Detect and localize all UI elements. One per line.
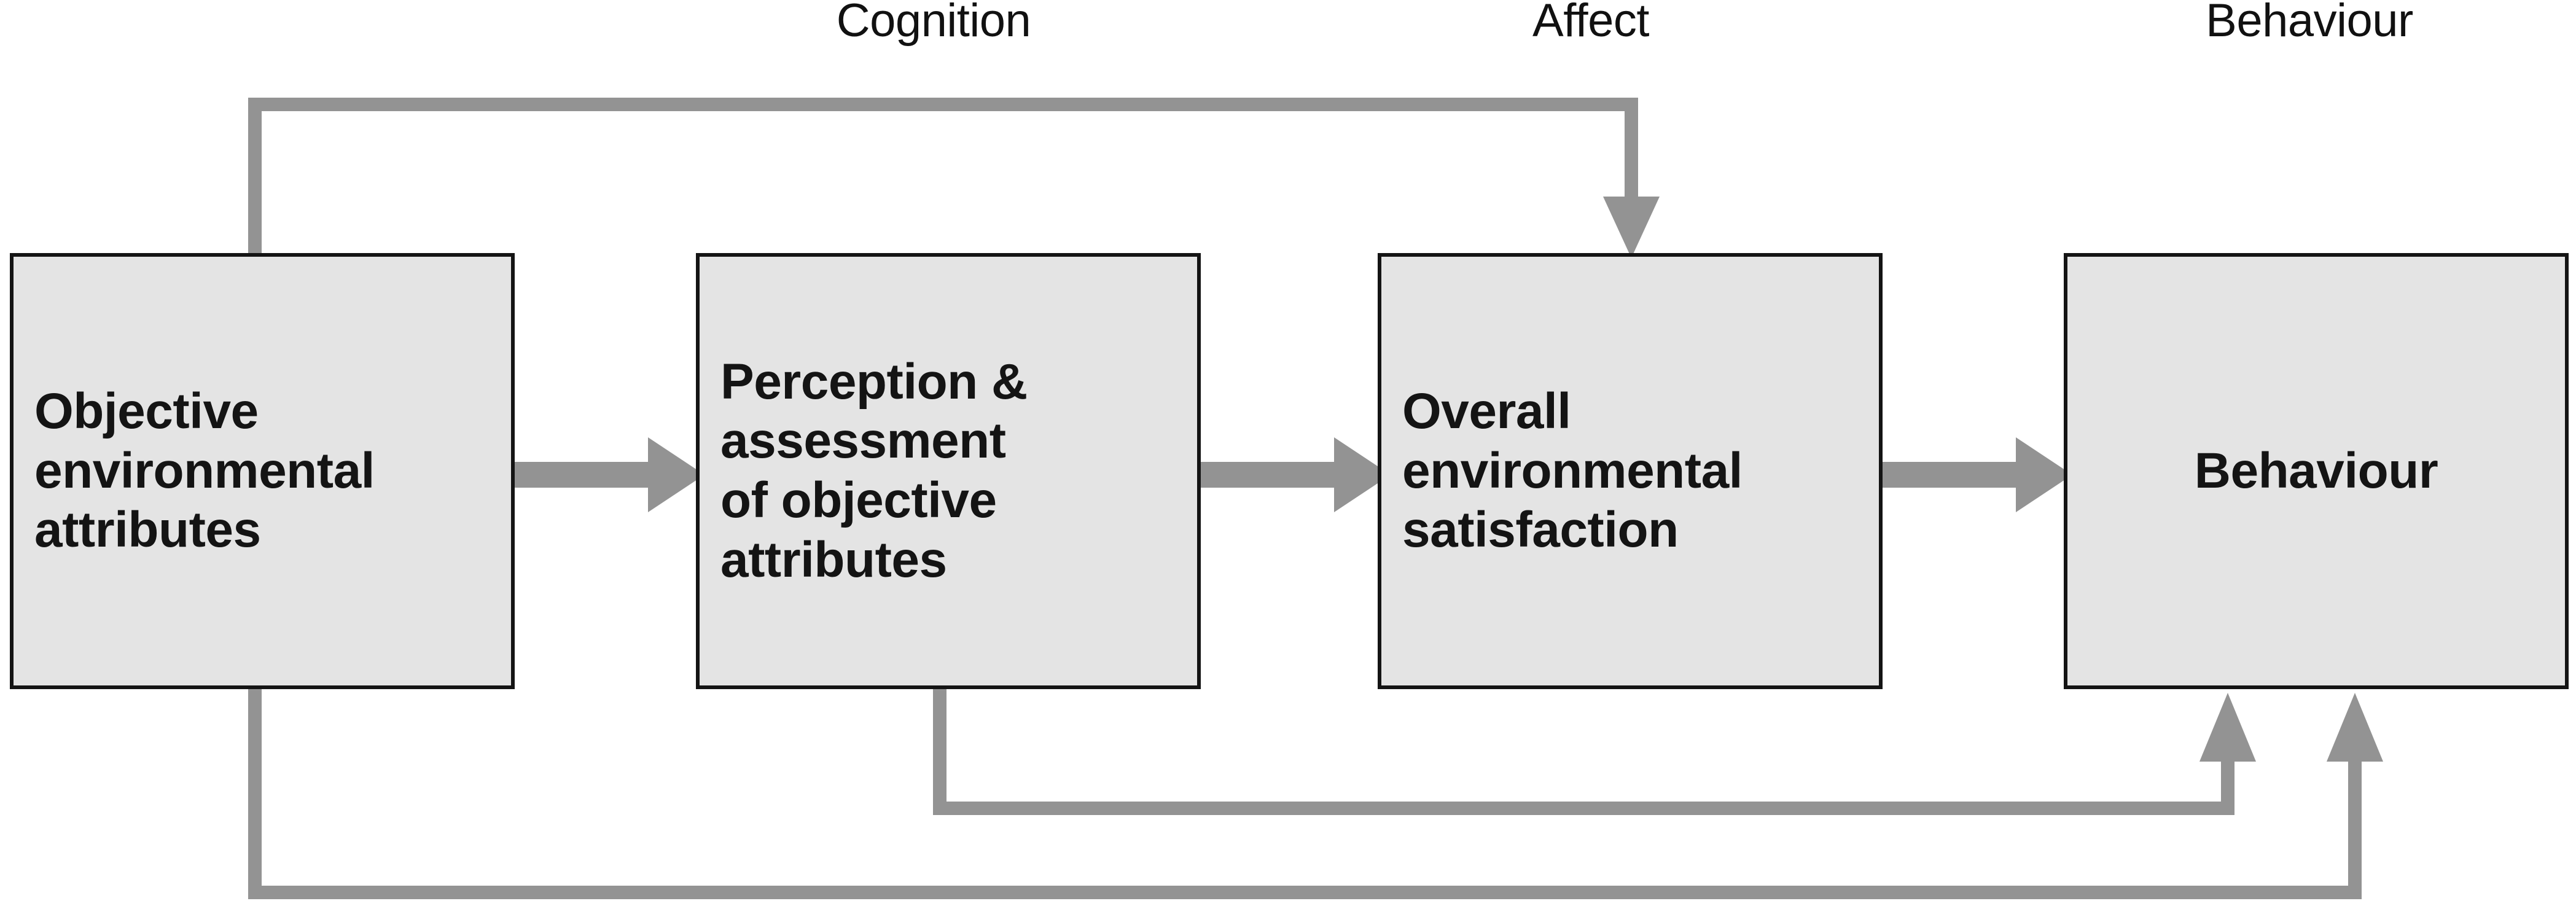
node-behaviour-label: Behaviour bbox=[2194, 442, 2438, 499]
connector-objective-to-perception bbox=[515, 437, 704, 512]
connector-objective-to-satisfaction-top bbox=[248, 98, 1660, 258]
phase-label-affect: Affect bbox=[1532, 0, 1649, 47]
phase-label-cognition: Cognition bbox=[836, 0, 1031, 47]
phase-label-behaviour: Behaviour bbox=[2206, 0, 2413, 47]
connector-satisfaction-to-behaviour bbox=[1883, 437, 2072, 512]
connector-perception-to-satisfaction bbox=[1201, 437, 1391, 512]
connector-objective-to-behaviour-bottom bbox=[248, 689, 2383, 899]
node-behaviour[interactable]: Behaviour bbox=[2064, 253, 2569, 689]
connector-perception-to-behaviour-bottom bbox=[933, 689, 2256, 815]
